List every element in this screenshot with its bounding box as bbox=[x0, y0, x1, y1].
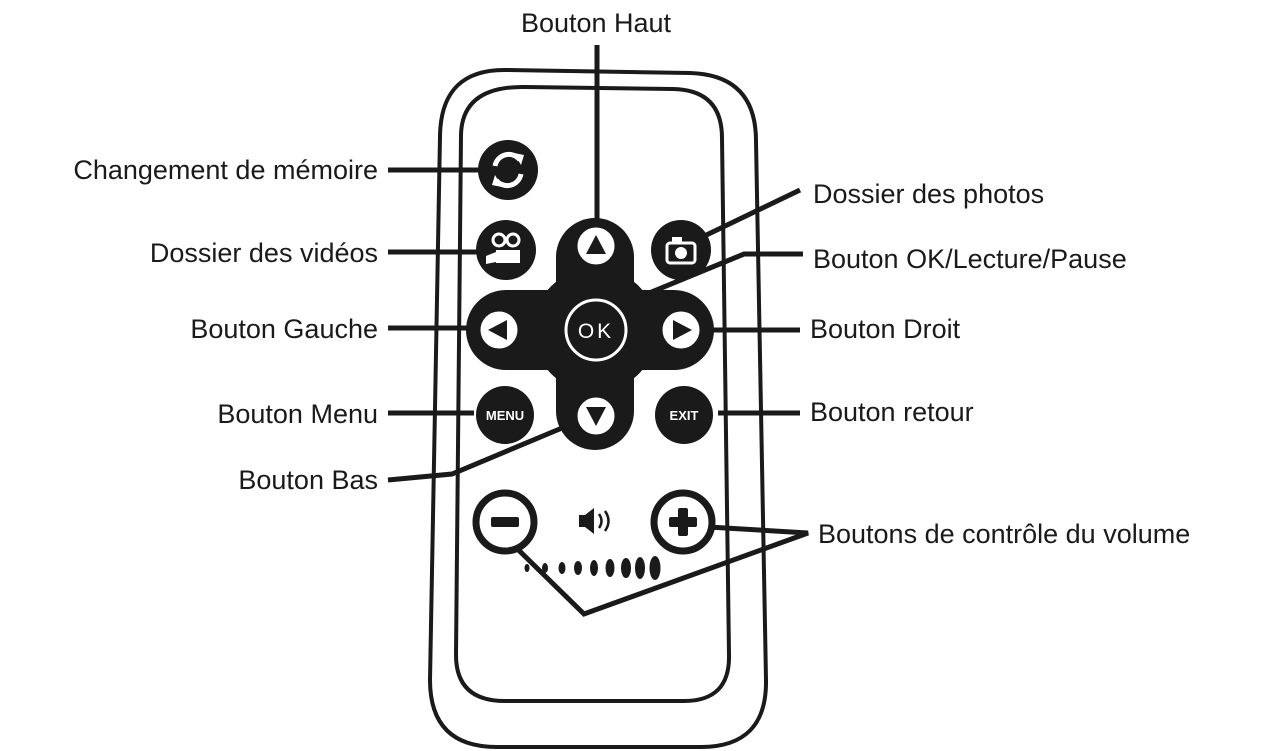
down-button[interactable] bbox=[570, 390, 622, 442]
volume-minus-button[interactable] bbox=[472, 489, 538, 555]
label-bouton-menu: Bouton Menu bbox=[217, 399, 378, 429]
left-button[interactable] bbox=[473, 304, 525, 356]
video-camera-icon bbox=[486, 232, 521, 264]
label-bouton-droit: Bouton Droit bbox=[810, 314, 961, 344]
menu-button[interactable]: MENU bbox=[476, 386, 534, 444]
label-volume: Boutons de contrôle du volume bbox=[818, 519, 1190, 549]
memory-switch-button[interactable] bbox=[478, 140, 538, 200]
arrow-left-icon bbox=[488, 320, 507, 340]
label-bouton-ok: Bouton OK/Lecture/Pause bbox=[813, 244, 1127, 274]
photo-camera-icon bbox=[665, 237, 697, 265]
volume-level-marks bbox=[524, 556, 661, 580]
ok-key-label: OK bbox=[578, 320, 614, 343]
minus-icon bbox=[491, 517, 519, 527]
label-dossier-videos: Dossier des vidéos bbox=[150, 238, 378, 268]
plus-icon bbox=[669, 508, 697, 536]
volume-plus-button[interactable] bbox=[650, 489, 716, 555]
label-bouton-retour: Bouton retour bbox=[810, 397, 974, 427]
exit-button[interactable]: EXIT bbox=[655, 386, 713, 444]
label-changement-memoire: Changement de mémoire bbox=[73, 155, 378, 185]
video-folder-button[interactable] bbox=[476, 220, 536, 280]
right-button[interactable] bbox=[655, 304, 707, 356]
arrow-right-icon bbox=[673, 320, 692, 340]
ok-button[interactable]: OK bbox=[564, 298, 628, 362]
arrow-down-icon bbox=[586, 407, 606, 426]
label-bouton-bas: Bouton Bas bbox=[238, 465, 378, 495]
label-bouton-haut: Bouton Haut bbox=[521, 8, 672, 38]
arrow-up-icon bbox=[586, 235, 606, 254]
label-bouton-gauche: Bouton Gauche bbox=[190, 314, 378, 344]
label-dossier-photos: Dossier des photos bbox=[813, 179, 1044, 209]
leader-lines bbox=[387, 45, 809, 617]
photo-folder-button[interactable] bbox=[651, 220, 711, 280]
memory-switch-icon bbox=[492, 151, 524, 189]
exit-key-label: EXIT bbox=[670, 408, 699, 423]
speaker-icon bbox=[579, 508, 610, 534]
up-button[interactable] bbox=[570, 220, 622, 272]
menu-key-label: MENU bbox=[486, 408, 524, 423]
